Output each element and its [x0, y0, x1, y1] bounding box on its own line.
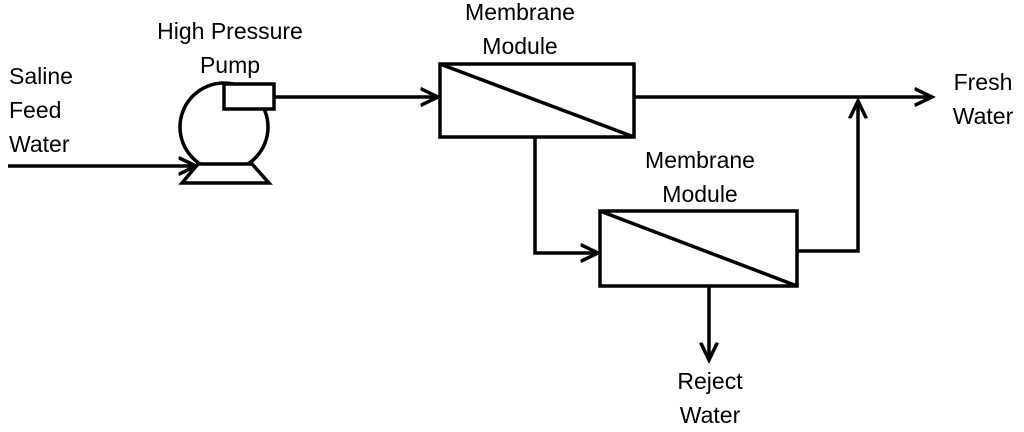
pump-icon — [178, 81, 276, 185]
membrane-module-2-icon — [598, 209, 799, 288]
concentrate-line — [533, 137, 598, 253]
fresh-water-label: Fresh Water — [952, 69, 1014, 129]
membrane-module-1-label: Membrane Module — [465, 0, 575, 59]
module-2-permeate-line — [797, 101, 858, 253]
membrane-module-2-label: Membrane Module — [645, 147, 755, 207]
pump-label: High Pressure Pump — [157, 18, 303, 78]
membrane-module-1-icon — [438, 62, 636, 139]
feed-water-label: Saline Feed Water — [9, 63, 73, 157]
reject-water-label: Reject Water — [677, 368, 743, 428]
